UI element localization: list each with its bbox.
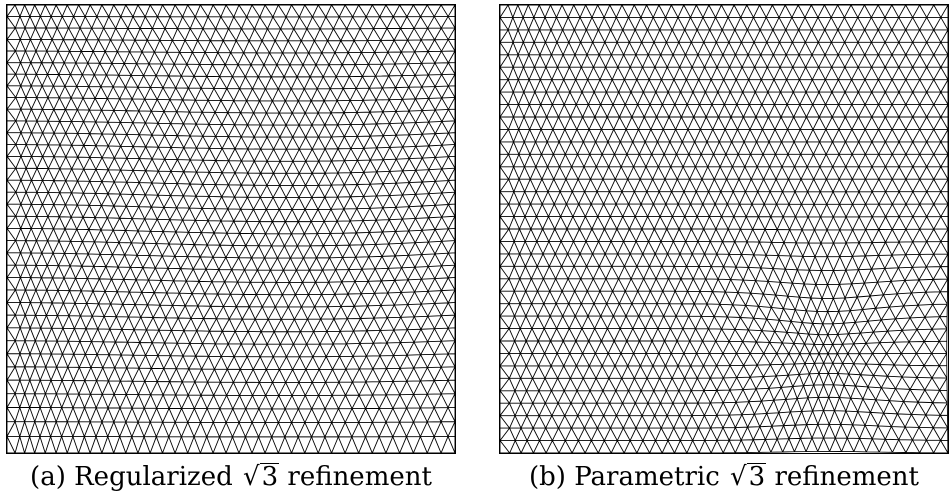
radicand: 3 — [746, 462, 767, 492]
mesh-panel-regularized — [6, 4, 456, 454]
caption-label: (b) — [529, 462, 566, 492]
mesh-edges — [500, 5, 948, 453]
triangle-mesh-regularized — [7, 5, 455, 453]
sqrt-symbol: √3 — [241, 462, 280, 492]
sqrt-symbol: √3 — [728, 462, 767, 492]
mesh-panel-parametric — [499, 4, 949, 454]
caption-text-before: Regularized — [74, 462, 233, 492]
radicand: 3 — [259, 462, 280, 492]
triangle-mesh-parametric — [500, 5, 948, 453]
mesh-edge-path — [7, 5, 455, 453]
radical-sign: √ — [730, 462, 747, 492]
radical-sign: √ — [243, 462, 260, 492]
caption-label: (a) — [30, 462, 66, 492]
mesh-edge-path — [500, 5, 948, 453]
caption-text-before: Parametric — [574, 462, 720, 492]
caption-text-after: refinement — [287, 462, 432, 492]
caption-parametric: (b) Parametric √3 refinement — [494, 462, 950, 492]
caption-regularized: (a) Regularized √3 refinement — [1, 462, 461, 492]
caption-text-after: refinement — [774, 462, 919, 492]
mesh-edges — [7, 5, 455, 453]
